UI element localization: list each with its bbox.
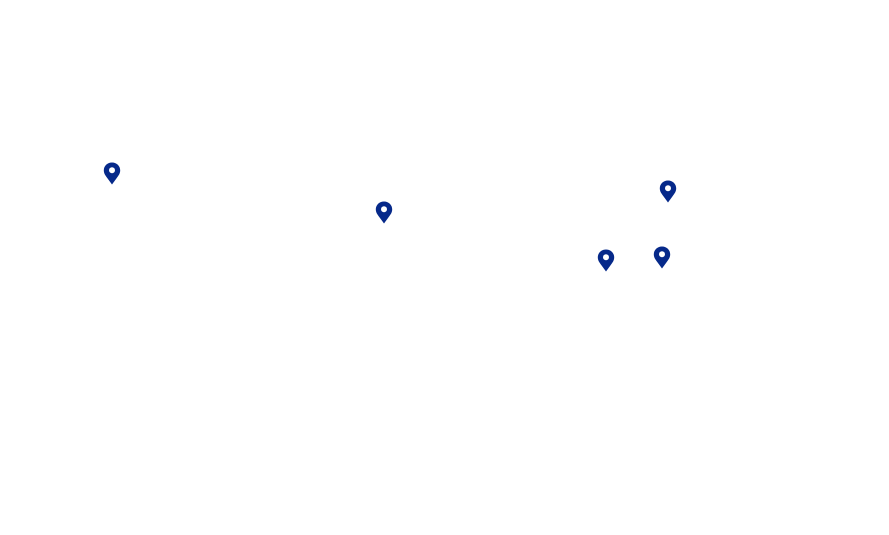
map-marker-5[interactable]	[653, 246, 671, 269]
map-marker-1[interactable]	[103, 162, 121, 185]
map-pin-icon	[375, 201, 393, 224]
map-pin-icon	[597, 249, 615, 272]
map-pin-icon	[659, 180, 677, 203]
map-pin-icon	[653, 246, 671, 269]
map-marker-4[interactable]	[597, 249, 615, 272]
map-marker-2[interactable]	[375, 201, 393, 224]
map-marker-3[interactable]	[659, 180, 677, 203]
map-pin-icon	[103, 162, 121, 185]
